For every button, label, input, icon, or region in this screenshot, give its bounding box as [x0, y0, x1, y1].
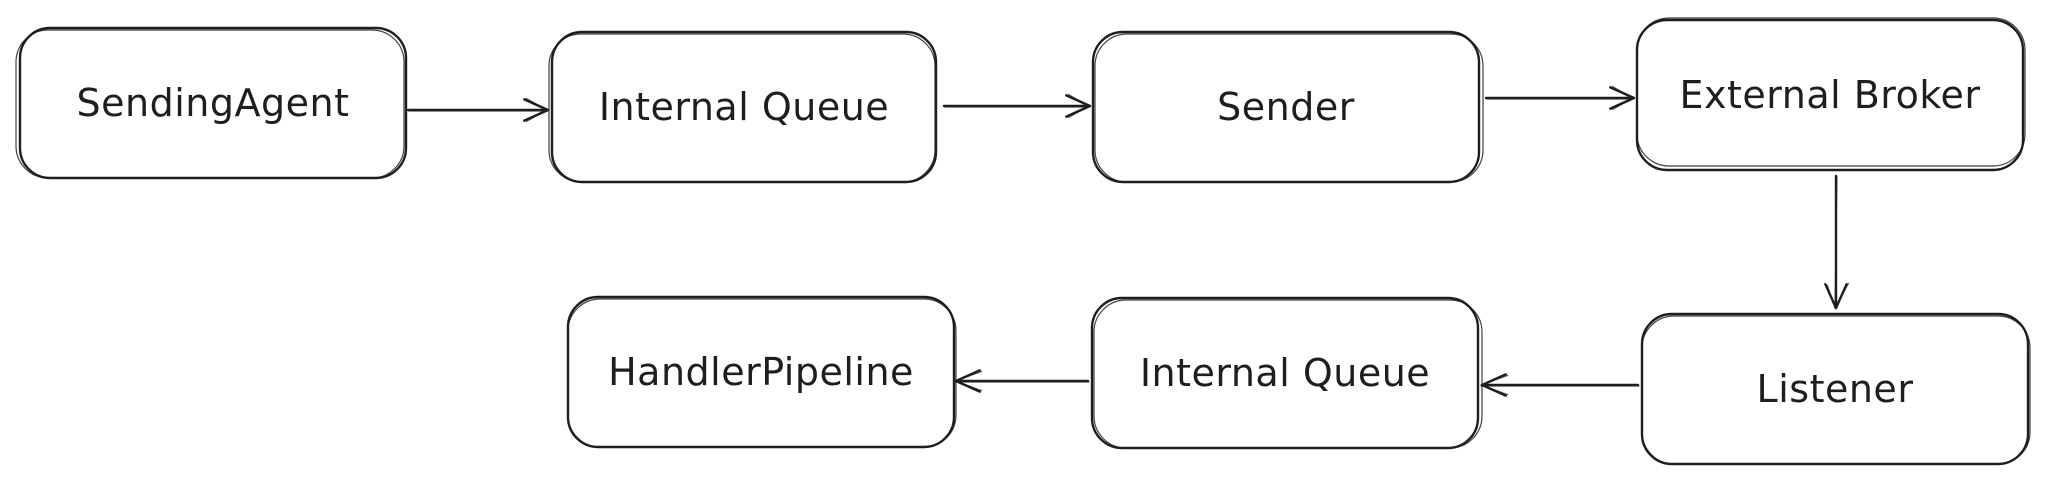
arrow-sending_agent-to-internal_queue_out — [406, 97, 550, 123]
node-external-broker[interactable]: External Broker — [1635, 17, 2026, 172]
edges-layer — [406, 85, 1850, 397]
node-internal-queue-in[interactable]: Internal Queue — [1090, 296, 1483, 450]
arrow-internal_queue_out-to-sender — [942, 93, 1092, 119]
arrow-external_broker-to-listener — [1824, 174, 1850, 310]
node-label: Internal Queue — [1140, 351, 1430, 395]
arrowhead-sketch — [1067, 93, 1090, 119]
node-box-sketch — [1094, 33, 1484, 183]
arrowhead — [1609, 86, 1636, 110]
node-box-sketch — [1641, 315, 2031, 465]
node-listener[interactable]: Listener — [1640, 312, 2031, 466]
node-label: SendingAgent — [77, 81, 350, 125]
node-box-sketch — [15, 29, 405, 179]
node-box-sketch — [567, 298, 957, 448]
arrowhead — [1065, 94, 1092, 118]
arrowhead-sketch — [525, 97, 548, 123]
node-internal-queue-out[interactable]: Internal Queue — [548, 30, 938, 184]
arrowhead-sketch — [1826, 282, 1850, 309]
node-box-sketch — [1093, 299, 1483, 449]
node-label: External Broker — [1680, 73, 1981, 117]
node-label: Sender — [1217, 85, 1355, 129]
arrow-sender-to-external_broker — [1484, 85, 1636, 111]
node-sending-agent[interactable]: SendingAgent — [15, 26, 408, 180]
arrow-listener-to-internal_queue_in — [1480, 373, 1640, 397]
node-label: Listener — [1757, 367, 1914, 411]
arrowhead-sketch — [1480, 374, 1509, 396]
node-label: HandlerPipeline — [608, 350, 914, 394]
node-handler-pipeline[interactable]: HandlerPipeline — [566, 295, 957, 449]
arrow-shaft-sketch — [1834, 176, 1838, 309]
node-sender[interactable]: Sender — [1091, 30, 1484, 184]
arrowhead-sketch — [1611, 85, 1634, 111]
arrow-internal_queue_in-to-handler_pipeline — [954, 369, 1090, 393]
node-label: Internal Queue — [599, 85, 889, 129]
node-box-sketch — [548, 33, 936, 183]
node-box-sketch — [1636, 17, 2026, 167]
arrowhead — [523, 98, 550, 122]
